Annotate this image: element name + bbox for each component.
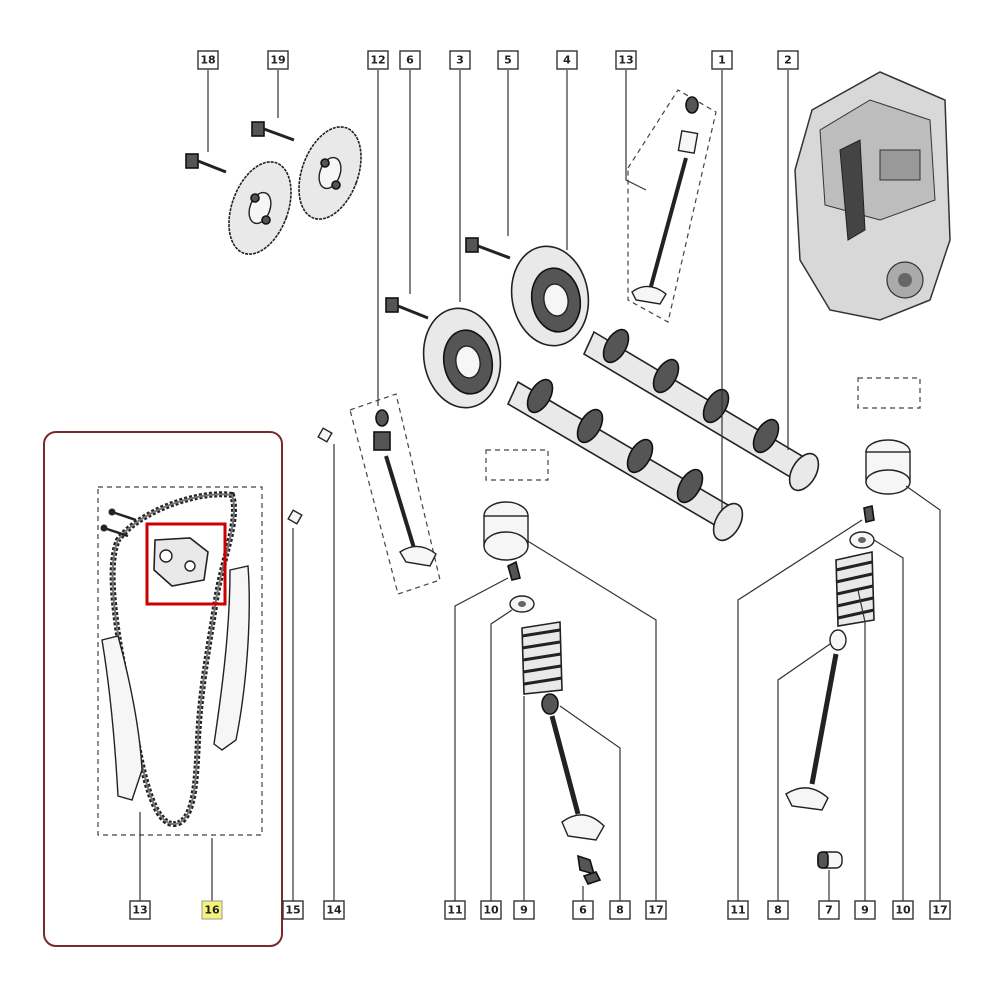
callout-8-left[interactable]: 8 (609, 900, 631, 920)
callout-1[interactable]: 1 (711, 50, 733, 70)
callout-text: 3 (456, 54, 464, 67)
pin-15[interactable] (287, 509, 303, 525)
callout-text: 5 (504, 54, 512, 67)
callout-text: 18 (200, 54, 215, 67)
selection-frame[interactable] (43, 431, 283, 947)
callout-4[interactable]: 4 (556, 50, 578, 70)
callout-text: 9 (861, 904, 869, 917)
callout-2[interactable]: 2 (777, 50, 799, 70)
valve-keeper-11-left[interactable] (507, 560, 521, 581)
callout-13-bottom[interactable]: 13 (129, 900, 151, 920)
callout-12[interactable]: 12 (367, 50, 389, 70)
callout-text: 16 (204, 904, 220, 917)
valve-spring-9-left[interactable] (521, 621, 563, 695)
callout-16-highlighted[interactable]: 16 (201, 900, 223, 920)
spring-retainer-10-right[interactable] (849, 531, 875, 549)
callout-5[interactable]: 5 (497, 50, 519, 70)
chain-tensioner[interactable] (153, 537, 209, 587)
callout-text: 1 (718, 54, 726, 67)
valve-keeper-11-right[interactable] (863, 505, 875, 523)
tappet-17-frame-right (857, 377, 921, 409)
callout-10-left[interactable]: 10 (480, 900, 502, 920)
callout-text: 17 (932, 904, 947, 917)
chain-guide-left[interactable] (101, 635, 143, 801)
valve-seal-8-right[interactable] (829, 629, 847, 651)
callout-6-bottom[interactable]: 6 (572, 900, 594, 920)
callout-6-top[interactable]: 6 (399, 50, 421, 70)
valve-12[interactable] (373, 409, 437, 567)
valve-spring-9-right[interactable] (835, 551, 875, 627)
camshaft-pulley-3[interactable] (416, 302, 508, 414)
kit-bolt-icon (100, 508, 137, 538)
callout-text: 10 (483, 904, 499, 917)
callout-text: 12 (370, 54, 385, 67)
gear-sprocket-19[interactable] (287, 118, 372, 227)
valve-right[interactable] (785, 653, 839, 811)
valve-left[interactable] (549, 715, 605, 841)
callout-11-right[interactable]: 11 (727, 900, 749, 920)
timing-kit-frame (97, 486, 263, 836)
valve-seal-8-left[interactable] (541, 693, 559, 715)
chain-tensioner-rail[interactable] (213, 565, 250, 751)
tappet-17-right[interactable] (865, 439, 911, 495)
pulley-bolt-icon (185, 121, 295, 174)
callout-text: 8 (616, 904, 624, 917)
leader-lines (139, 70, 941, 904)
callout-text: 17 (648, 904, 663, 917)
spring-retainer-10-left[interactable] (509, 595, 535, 613)
callout-text: 6 (406, 54, 414, 67)
valve-13-frame (627, 89, 717, 323)
callout-text: 2 (784, 54, 792, 67)
callout-text: 14 (326, 904, 342, 917)
callout-text: 8 (774, 904, 782, 917)
callout-7[interactable]: 7 (818, 900, 840, 920)
callout-8-right[interactable]: 8 (767, 900, 789, 920)
timing-chain[interactable] (109, 491, 238, 827)
callout-11-left[interactable]: 11 (444, 900, 466, 920)
callout-18-top[interactable]: 18 (197, 50, 219, 70)
callout-17-right[interactable]: 17 (929, 900, 951, 920)
callout-text: 19 (270, 54, 285, 67)
engine-block-icon (794, 71, 951, 321)
callout-10-right[interactable]: 10 (892, 900, 914, 920)
callout-text: 4 (563, 54, 571, 67)
callout-text: 6 (579, 904, 587, 917)
tappet-17-left[interactable] (483, 501, 529, 561)
callout-text: 15 (285, 904, 300, 917)
pin-14[interactable] (317, 427, 333, 443)
camshaft-pulley-4[interactable] (504, 240, 596, 352)
callout-17-left[interactable]: 17 (645, 900, 667, 920)
gear-sprocket-18[interactable] (217, 153, 302, 262)
valve-guide-7[interactable] (817, 851, 843, 869)
callout-text: 10 (895, 904, 911, 917)
tappet-17-frame (485, 449, 549, 481)
callout-9-right[interactable]: 9 (854, 900, 876, 920)
callout-15[interactable]: 15 (282, 900, 304, 920)
callout-9-left[interactable]: 9 (513, 900, 535, 920)
callout-14[interactable]: 14 (323, 900, 345, 920)
callout-text: 7 (825, 904, 833, 917)
callout-13-top[interactable]: 13 (615, 50, 637, 70)
callout-text: 11 (447, 904, 462, 917)
callout-text: 9 (520, 904, 528, 917)
callout-text: 13 (618, 54, 633, 67)
highlight-box (145, 522, 227, 606)
valve-guide-6[interactable] (577, 854, 602, 885)
valve-13[interactable] (631, 96, 699, 305)
callout-text: 11 (730, 904, 745, 917)
callout-19-top[interactable]: 19 (267, 50, 289, 70)
pulley-bolt-icon (385, 237, 511, 320)
callout-text: 13 (132, 904, 147, 917)
camshaft-1[interactable] (506, 375, 748, 545)
callout-3[interactable]: 3 (449, 50, 471, 70)
